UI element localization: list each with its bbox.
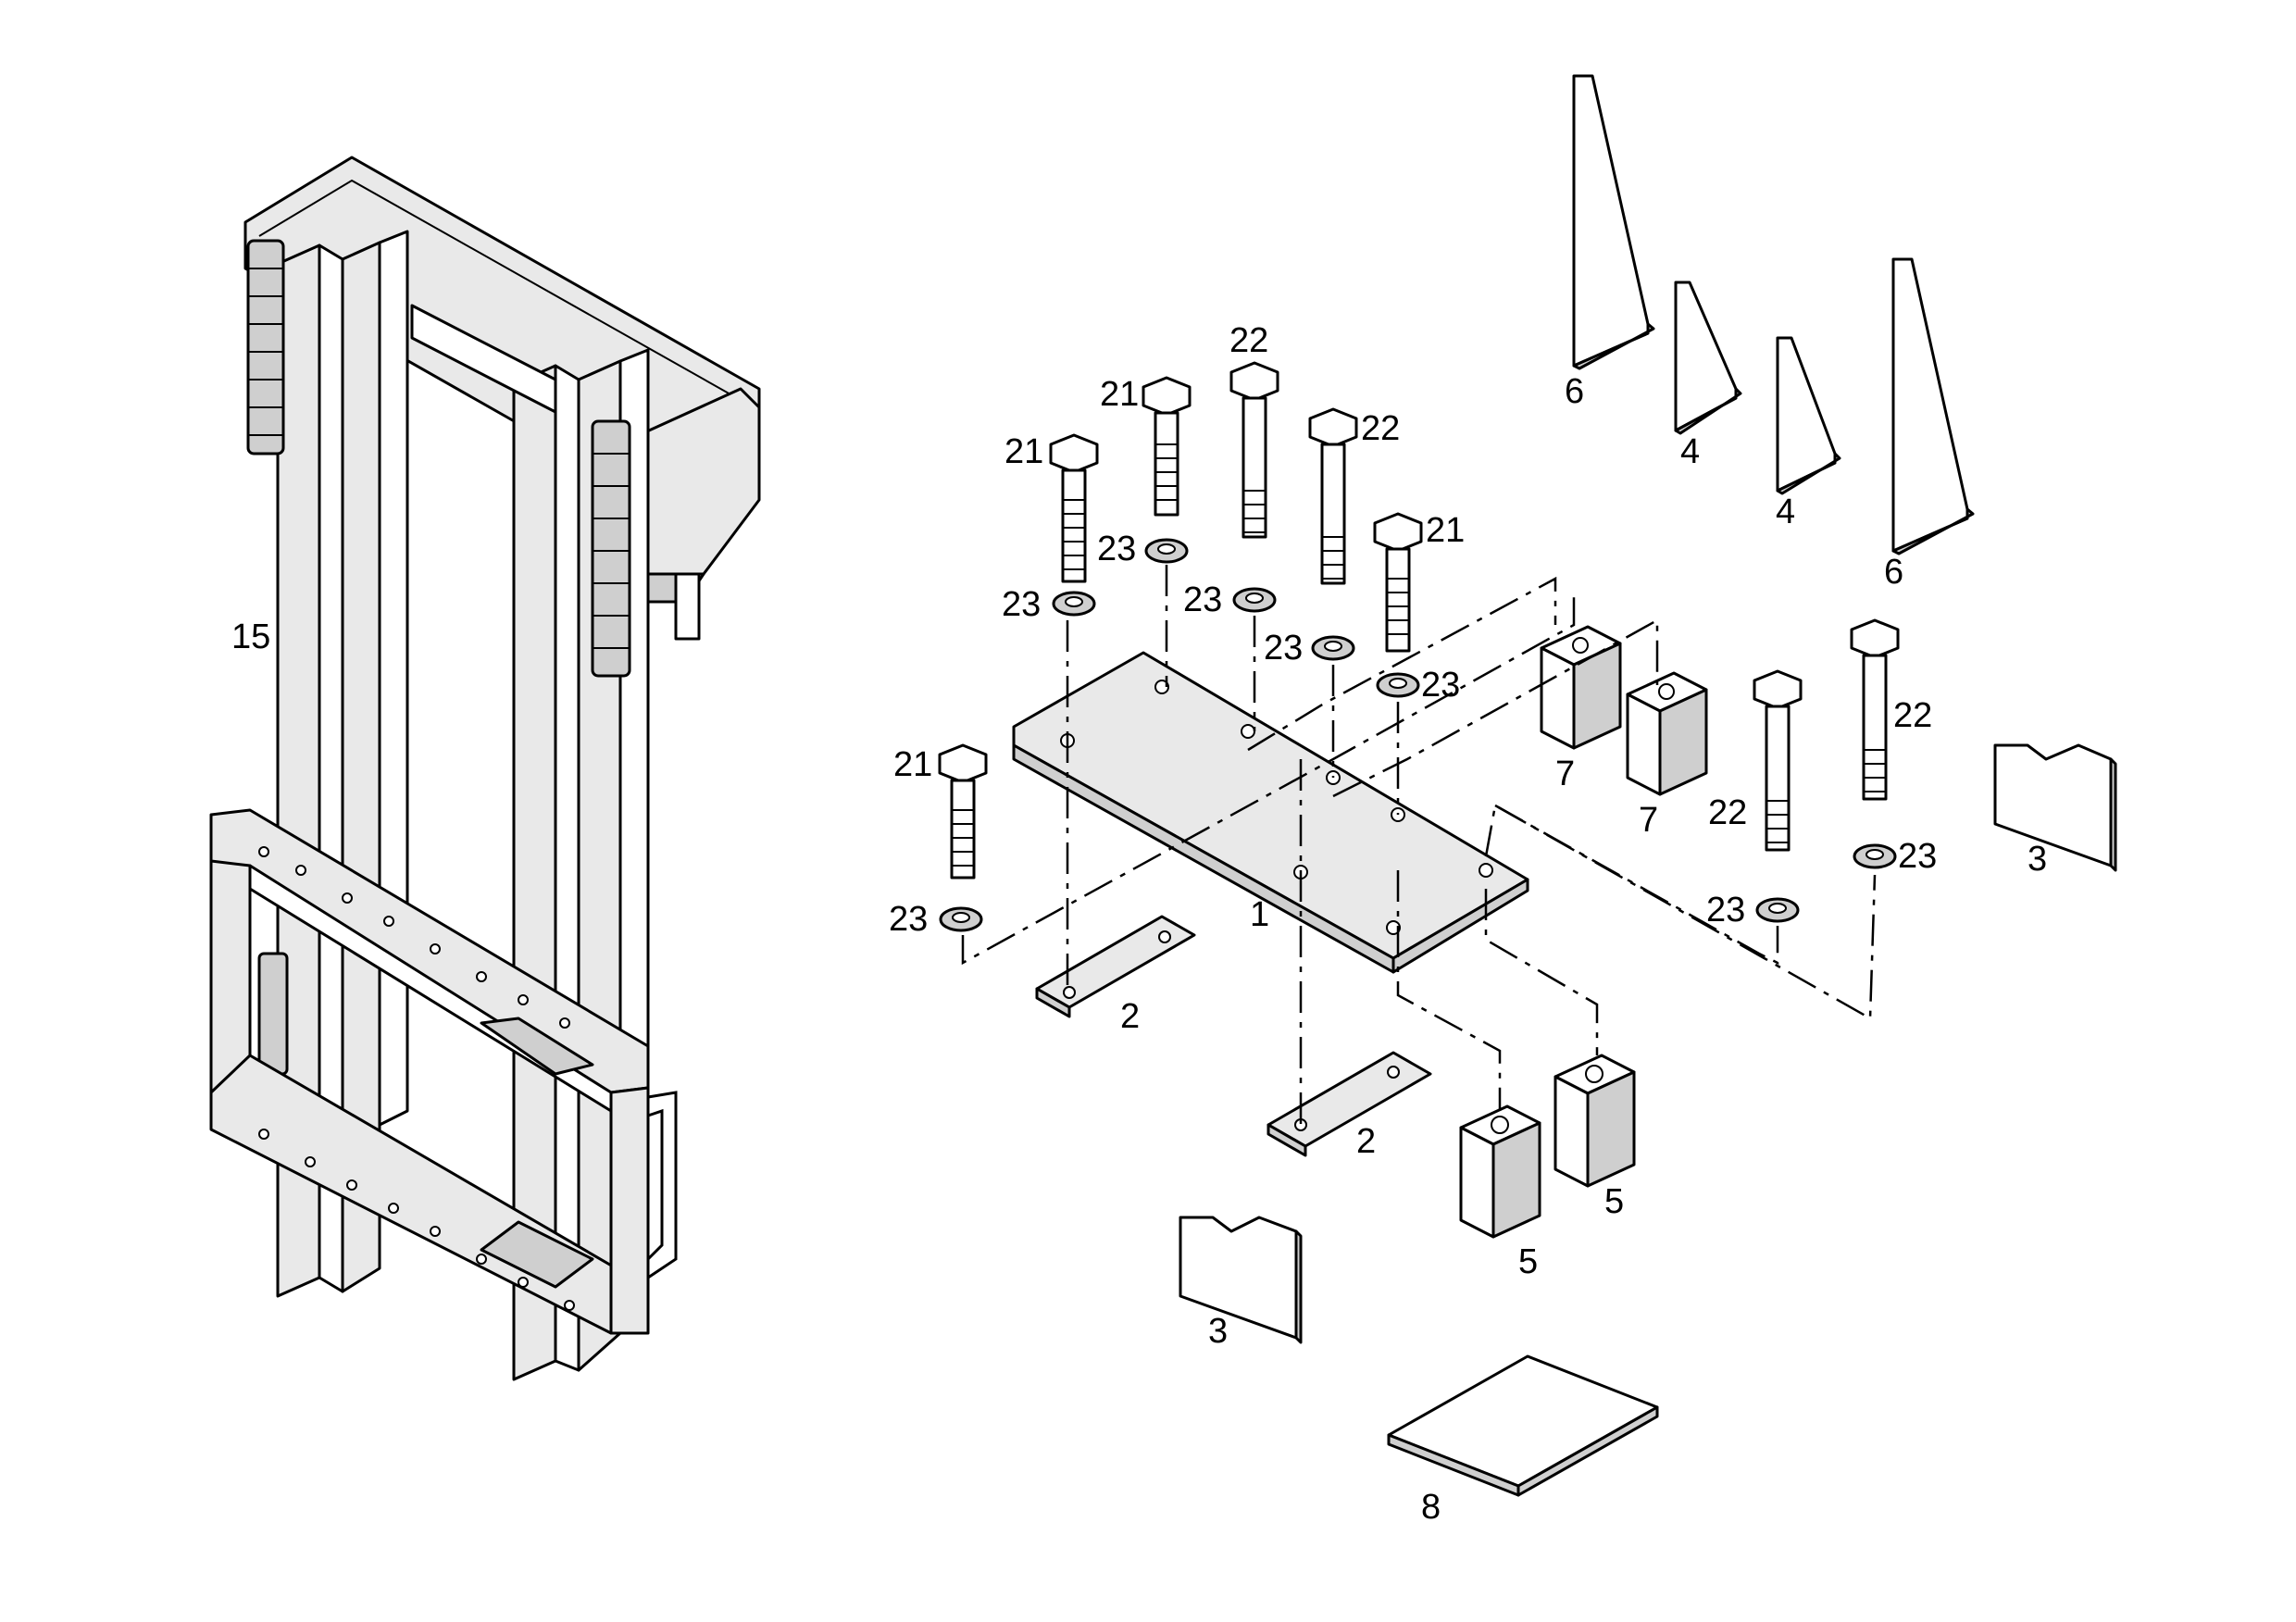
callout-22b: 22 bbox=[1361, 409, 1400, 448]
notched-block-3b bbox=[1993, 743, 2117, 872]
small-wedge-4b bbox=[1776, 336, 1841, 495]
callout-1: 1 bbox=[1250, 895, 1269, 934]
callout-21d: 21 bbox=[893, 745, 932, 784]
washers bbox=[939, 538, 1897, 932]
callout-21a: 21 bbox=[1004, 432, 1043, 471]
callout-7b: 7 bbox=[1639, 801, 1658, 840]
bolt-22d bbox=[1850, 618, 1900, 801]
bolt-22b bbox=[1308, 407, 1358, 585]
bolt-21a bbox=[1049, 433, 1099, 583]
block-7b bbox=[1626, 671, 1708, 796]
callout-21c: 21 bbox=[1426, 511, 1465, 550]
callout-2a: 2 bbox=[1120, 997, 1140, 1036]
shim-plate-2a bbox=[1035, 915, 1196, 1018]
bolt-21c bbox=[1373, 512, 1423, 653]
notched-block-3a bbox=[1179, 1216, 1303, 1344]
assembly-centerlines bbox=[961, 565, 1877, 1125]
right-lift-chain bbox=[257, 419, 631, 1076]
callout-4b: 4 bbox=[1776, 493, 1795, 531]
fork-carriage bbox=[209, 808, 678, 1335]
block-7a bbox=[1540, 625, 1622, 750]
callout-23f: 23 bbox=[889, 900, 928, 939]
block-5b bbox=[1554, 1054, 1636, 1188]
callout-23c: 23 bbox=[1183, 580, 1222, 619]
callout-6a: 6 bbox=[1565, 372, 1584, 411]
callout-3b: 3 bbox=[2028, 840, 2047, 879]
callout-22d: 22 bbox=[1893, 696, 1932, 735]
left-lift-chain bbox=[246, 239, 285, 455]
callout-2b: 2 bbox=[1356, 1122, 1376, 1161]
callout-5a: 5 bbox=[1518, 1242, 1538, 1281]
callout-23e: 23 bbox=[1421, 666, 1460, 705]
bolt-21b bbox=[1142, 376, 1192, 517]
tall-wedge-6a bbox=[1572, 74, 1655, 370]
callout-3a: 3 bbox=[1208, 1312, 1228, 1351]
callout-22c: 22 bbox=[1708, 793, 1747, 832]
callout-23h: 23 bbox=[1898, 837, 1937, 876]
pad-8 bbox=[1387, 1354, 1659, 1497]
small-wedge-4a bbox=[1674, 281, 1742, 435]
block-5a bbox=[1459, 1104, 1541, 1239]
callout-7a: 7 bbox=[1555, 755, 1575, 793]
callout-23b: 23 bbox=[1097, 530, 1136, 568]
callout-21b: 21 bbox=[1100, 375, 1139, 414]
callout-8: 8 bbox=[1421, 1488, 1441, 1527]
callout-23a: 23 bbox=[1002, 585, 1041, 624]
callout-15: 15 bbox=[231, 618, 270, 656]
bolt-21d bbox=[938, 743, 988, 880]
callout-23g: 23 bbox=[1706, 891, 1745, 930]
shim-plate-2b bbox=[1267, 1051, 1432, 1157]
bolt-22c bbox=[1753, 669, 1803, 852]
callout-22a: 22 bbox=[1229, 321, 1268, 360]
callout-5b: 5 bbox=[1604, 1182, 1624, 1221]
callout-23d: 23 bbox=[1264, 629, 1303, 668]
callout-6b: 6 bbox=[1884, 553, 1903, 592]
bolt-22a bbox=[1229, 361, 1279, 539]
mast-assembly bbox=[209, 156, 761, 1381]
tall-wedge-6b bbox=[1891, 257, 1975, 555]
callout-labels: 1 2 2 3 3 4 4 5 5 6 6 7 7 8 15 21 21 21 … bbox=[231, 321, 2047, 1527]
callout-4a: 4 bbox=[1680, 432, 1700, 471]
